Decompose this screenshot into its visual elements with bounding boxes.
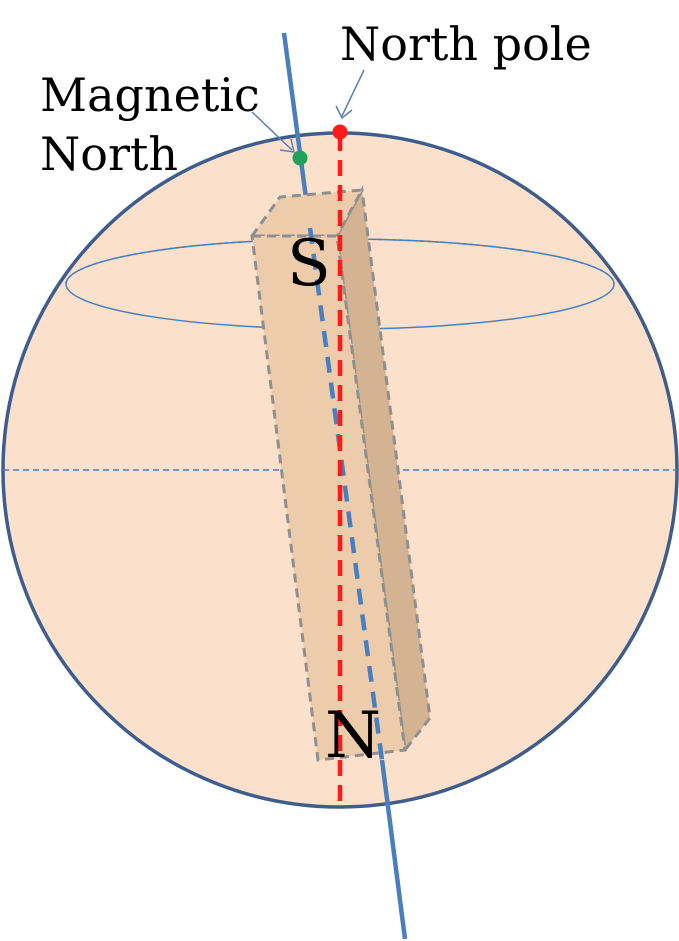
bar-magnet <box>249 185 432 762</box>
magnet-front-face <box>250 234 407 762</box>
magnetic-axis-inside <box>307 227 385 761</box>
magnetic-north-marker <box>292 150 308 166</box>
magnet-south-pole-label: S <box>287 227 331 301</box>
north-pole-marker <box>332 124 348 140</box>
magnet-north-pole-label: N <box>325 699 381 773</box>
north-pole-label: North pole <box>340 17 592 71</box>
magnetic-north-arrow <box>251 111 295 153</box>
magnetic-axis-bottom <box>379 759 408 940</box>
north-pole-arrow <box>335 69 365 120</box>
magnetic-north-label-line2: North <box>40 127 178 181</box>
magnetic-north-label-line1: Magnetic <box>40 68 260 122</box>
